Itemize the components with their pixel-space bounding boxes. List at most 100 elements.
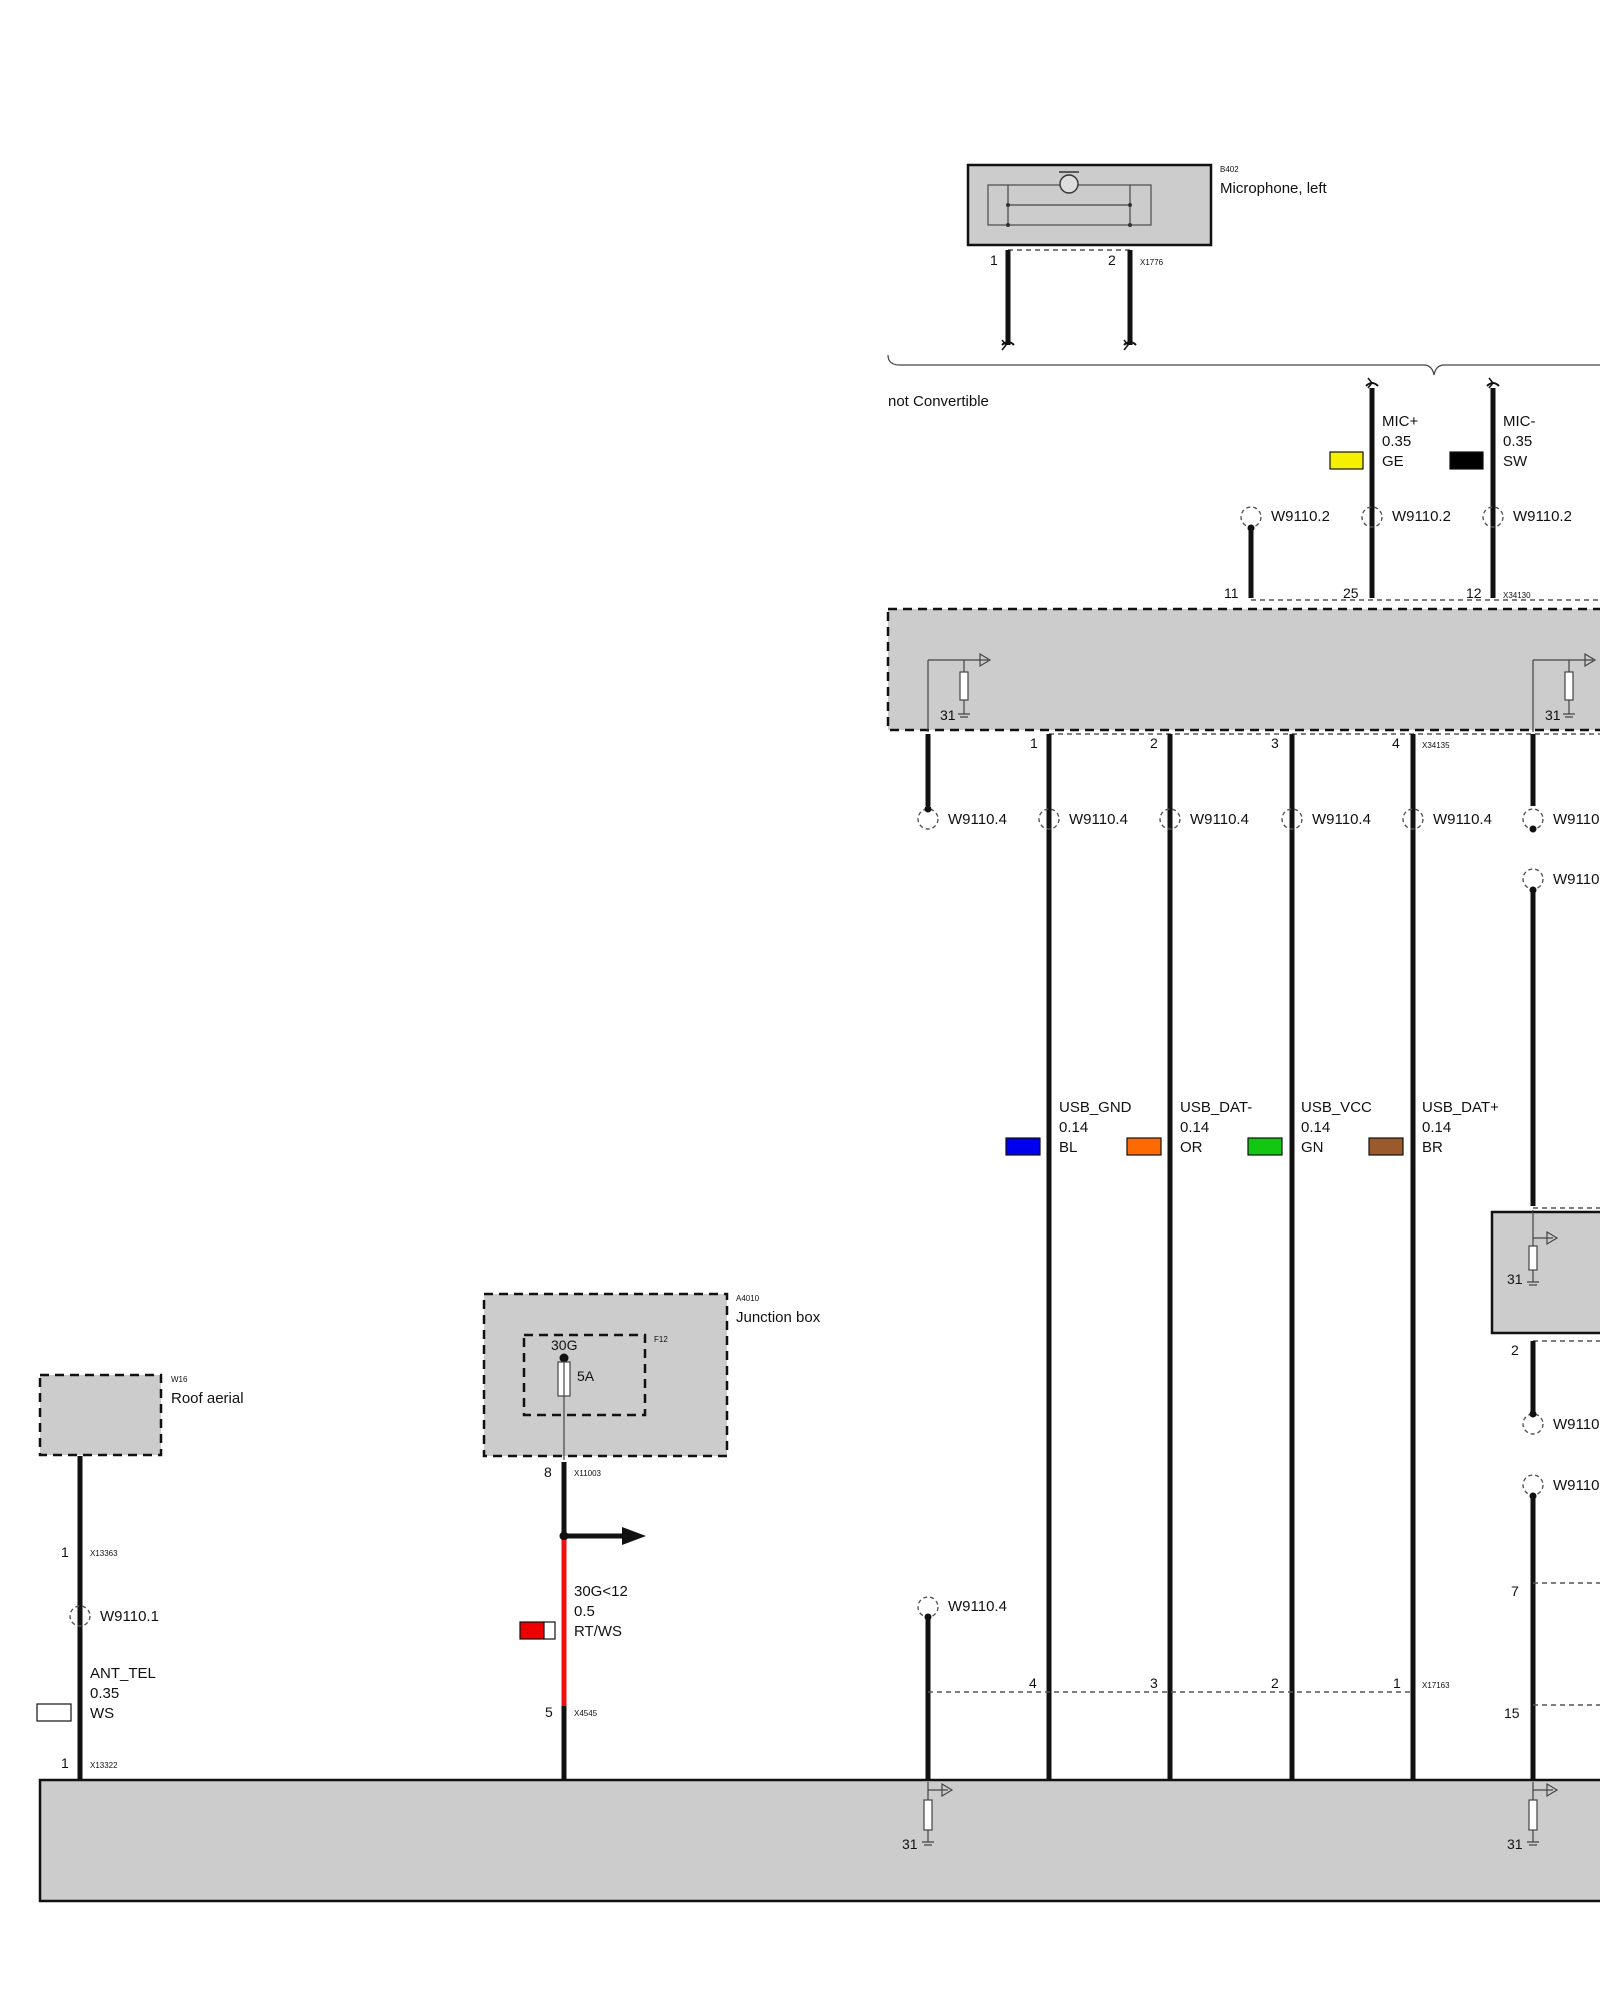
- right-module[interactable]: [1490, 1210, 1600, 1335]
- x4545-pin: 5: [545, 1704, 553, 1720]
- splice-aerial-label: W9110.1: [100, 1608, 159, 1625]
- mic-pin-1: 1: [990, 252, 998, 268]
- splice-upper-label-1: W9110.4: [948, 811, 1007, 828]
- splice-top-2[interactable]: [1361, 506, 1383, 528]
- splice-right-3[interactable]: [1522, 1474, 1544, 1500]
- splice-top-label-3: W9110.2: [1513, 508, 1572, 525]
- usb-vcc-signal: USB_VCC: [1301, 1099, 1372, 1116]
- x34135-pin-1: 1: [1030, 735, 1038, 751]
- x17163-pin-1: 1: [1393, 1675, 1401, 1691]
- ant-tel-signal: ANT_TEL: [90, 1665, 156, 1682]
- microphone-icon: [1059, 174, 1079, 194]
- main-ground-left: 31: [902, 1836, 918, 1852]
- splice-top-label-1: W9110.2: [1271, 508, 1330, 525]
- x34135-pin-2: 2: [1150, 735, 1158, 751]
- splice-lower-left-label: W9110.4: [948, 1598, 1007, 1615]
- usb-gnd-color: BL: [1059, 1139, 1077, 1156]
- upper-module[interactable]: [886, 607, 1600, 732]
- usb-dat-minus-swatch: [1126, 1137, 1162, 1156]
- mic-plus-swatch: [1329, 451, 1364, 470]
- power-30g-swatch: [519, 1621, 556, 1640]
- x34135-label: X34135: [1422, 741, 1450, 750]
- right-module-ground: 31: [1507, 1271, 1523, 1287]
- x34130-pin-11: 11: [1224, 585, 1239, 601]
- splice-upper-4[interactable]: [1281, 808, 1303, 830]
- roof-aerial-pin: 1: [61, 1544, 69, 1560]
- ground-symbol-main-right: [1527, 1782, 1559, 1846]
- usb-dat-minus-gauge: 0.14: [1180, 1119, 1209, 1136]
- junction-box-id: A4010: [736, 1294, 760, 1303]
- junction-pin: 8: [544, 1464, 552, 1480]
- x17163-label: X17163: [1422, 1681, 1450, 1690]
- usb-vcc-gauge: 0.14: [1301, 1119, 1330, 1136]
- mic-minus-color: SW: [1503, 453, 1528, 470]
- splice-upper-label-3: W9110.4: [1190, 811, 1249, 828]
- splice-upper-5[interactable]: [1402, 808, 1424, 830]
- fuse-id: F12: [654, 1335, 668, 1344]
- microphone-id: B402: [1220, 165, 1239, 174]
- power-30g-signal: 30G<12: [574, 1583, 628, 1600]
- x13322-label: X13322: [90, 1761, 118, 1770]
- ant-tel-gauge: 0.35: [90, 1685, 119, 1702]
- fuse-box[interactable]: [522, 1333, 647, 1417]
- microphone-name: Microphone, left: [1220, 180, 1328, 197]
- splice-upper-label-5: W9110.4: [1433, 811, 1492, 828]
- ground-symbol-right-module: [1527, 1210, 1559, 1286]
- x34130-pin-25: 25: [1343, 585, 1359, 601]
- splice-top-label-2: W9110.2: [1392, 508, 1451, 525]
- mic-connector: X1776: [1140, 258, 1164, 267]
- x17163-pin-4: 4: [1029, 1675, 1037, 1691]
- power-30g-color: RT/WS: [574, 1623, 622, 1640]
- x34130-pin-12: 12: [1466, 585, 1482, 601]
- ground-symbol-upper-right: [1532, 652, 1597, 732]
- splice-aerial[interactable]: [69, 1605, 91, 1627]
- splice-right-1[interactable]: [1522, 868, 1544, 894]
- roof-aerial-id: W16: [171, 1375, 188, 1384]
- upper-ground-label-right: 31: [1545, 707, 1561, 723]
- usb-dat-minus-color: OR: [1180, 1139, 1203, 1156]
- splice-top-1[interactable]: [1240, 506, 1262, 532]
- x17163-pin-3: 3: [1150, 1675, 1158, 1691]
- fuse-rating: 5A: [577, 1368, 595, 1384]
- microphone-component[interactable]: [966, 163, 1213, 247]
- x13322-pin: 1: [61, 1755, 69, 1771]
- x4545-label: X4545: [574, 1709, 598, 1718]
- usb-dat-minus-signal: USB_DAT-: [1180, 1099, 1252, 1116]
- splice-upper-3[interactable]: [1159, 808, 1181, 830]
- splice-top-3[interactable]: [1482, 506, 1504, 528]
- ground-symbol-upper-left: [927, 652, 992, 732]
- x17163-pin-2: 2: [1271, 1675, 1279, 1691]
- usb-gnd-gauge: 0.14: [1059, 1119, 1088, 1136]
- right-pin-7: 7: [1511, 1583, 1519, 1599]
- variant-brace: [887, 354, 1600, 376]
- usb-dat-plus-signal: USB_DAT+: [1422, 1099, 1499, 1116]
- splice-upper-label-2: W9110.4: [1069, 811, 1128, 828]
- junction-box[interactable]: [482, 1292, 729, 1458]
- mic-minus-gauge: 0.35: [1503, 433, 1532, 450]
- right-pin-15: 15: [1504, 1705, 1520, 1721]
- splice-right-label-1: W9110: [1553, 871, 1599, 888]
- roof-aerial[interactable]: [38, 1373, 163, 1457]
- variant-note: not Convertible: [888, 393, 989, 410]
- usb-dat-plus-color: BR: [1422, 1139, 1443, 1156]
- ground-symbol-main-left: [922, 1782, 954, 1846]
- splice-upper-2[interactable]: [1038, 808, 1060, 830]
- usb-dat-plus-gauge: 0.14: [1422, 1119, 1451, 1136]
- usb-gnd-swatch: [1005, 1137, 1041, 1156]
- right-module-pin: 2: [1511, 1342, 1519, 1358]
- roof-aerial-connector: X13363: [90, 1549, 118, 1558]
- splice-lower-left[interactable]: [917, 1596, 939, 1621]
- mic-plus-signal: MIC+: [1382, 413, 1418, 430]
- splice-right-2[interactable]: [1522, 1410, 1544, 1435]
- arrow-right-icon: [622, 1527, 646, 1545]
- main-unit[interactable]: [38, 1778, 1600, 1903]
- fuse-terminal: 30G: [551, 1337, 577, 1353]
- usb-vcc-color: GN: [1301, 1139, 1324, 1156]
- roof-aerial-name: Roof aerial: [171, 1390, 244, 1407]
- power-30g-gauge: 0.5: [574, 1603, 595, 1620]
- usb-gnd-signal: USB_GND: [1059, 1099, 1132, 1116]
- x34135-pin-4: 4: [1392, 735, 1400, 751]
- splice-upper-6[interactable]: [1522, 808, 1544, 833]
- splice-upper-1[interactable]: [917, 805, 939, 830]
- ant-tel-color: WS: [90, 1705, 114, 1722]
